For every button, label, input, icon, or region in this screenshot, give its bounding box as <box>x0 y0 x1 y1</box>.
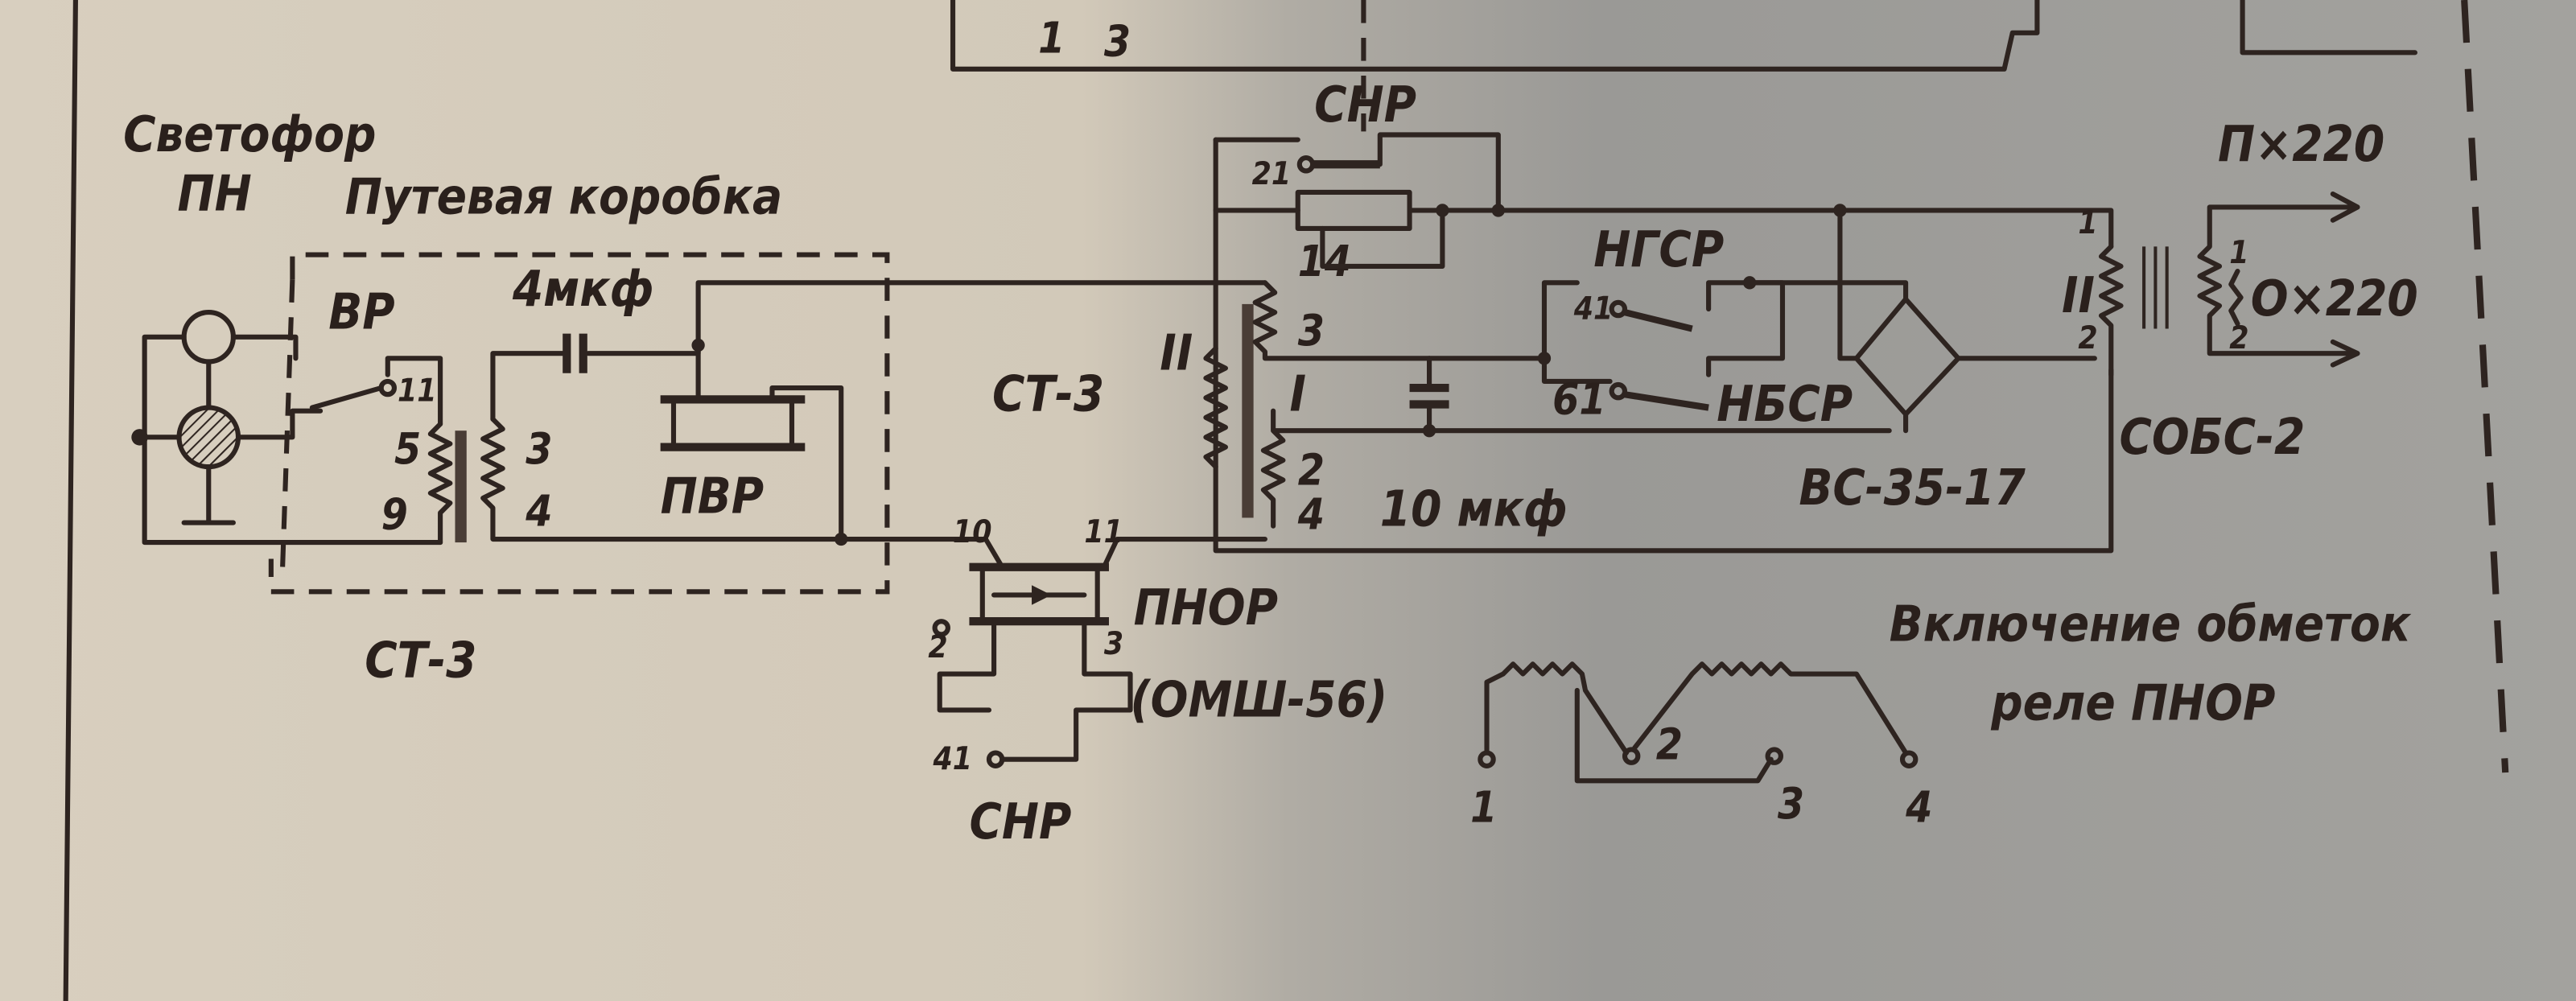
page-margin-line <box>63 0 78 1001</box>
relay-ngsr-label: НГСР <box>1593 221 1724 278</box>
capacitor-4-label: 4мкф <box>512 261 653 318</box>
signal-name-label: ПН <box>177 165 251 222</box>
terminal-sobs-1: 1 <box>2078 205 2097 241</box>
terminal-ngsr-41: 41 <box>1573 290 1614 327</box>
winding-terminal-2: 2 <box>1656 720 1683 770</box>
relay-pnor: 10 11 2 3 41 ПНОР (ОМШ-56) СНР <box>928 514 1387 851</box>
terminal-pnor-2: 2 <box>928 629 947 665</box>
terminal-nbsr-61: 61 <box>1552 375 1605 425</box>
winding-terminal-4: 4 <box>1905 782 1932 832</box>
relay-pnor-type-label: (ОМШ-56) <box>1131 672 1388 729</box>
note-line-1: Включение обметок <box>1890 596 2412 653</box>
snr-bottom-label: СНР <box>969 793 1071 851</box>
terminal-pnor-41: 41 <box>933 741 973 777</box>
terminal-9: 9 <box>381 490 408 540</box>
winding-terminal-3: 3 <box>1778 779 1804 829</box>
winding-ii-right-label: II <box>2062 267 2095 324</box>
transformer-ct3: 14 3 I 2 4 <box>1203 137 2114 554</box>
terminal-4: 4 <box>525 487 552 537</box>
transformer-sobs-label: СОБС-2 <box>2119 409 2305 466</box>
relay-ngsr-nbsr-contacts: НГСР 41 61 НБСР <box>1427 221 1909 433</box>
relay-pvr-label: ПВР <box>661 468 764 525</box>
terminal-21: 21 <box>1252 156 1292 192</box>
pnor-winding-diagram: Включение обметок реле ПНОР 1 2 3 4 <box>1470 596 2412 833</box>
relay-vr-label: ВР <box>328 284 394 341</box>
terminal-pnor-10: 10 <box>953 514 992 550</box>
terminal-3: 3 <box>526 424 552 474</box>
top-circuit-fragment: 1 3 <box>950 0 2417 132</box>
boundary-dashed-line <box>2461 0 2509 773</box>
winding-i-label: I <box>1290 366 1306 423</box>
terminal-pnor-11: 11 <box>1084 514 1123 550</box>
terminal-sobs-2: 2 <box>2078 320 2097 356</box>
top-terminal-3: 3 <box>1104 16 1131 66</box>
track-box-label: Путевая коробка <box>345 169 782 226</box>
terminal-pnor-3: 3 <box>1104 626 1123 662</box>
relay-nbsr-label: НБСР <box>1717 376 1853 433</box>
supply-o-label: О×220 <box>2251 270 2418 327</box>
relay-pvr: ПВР <box>660 342 848 546</box>
winding-ii-left-label: II <box>1160 325 1193 382</box>
mid-transformer-label: СТ-3 <box>992 366 1104 423</box>
rectifier-bridge: ВС-35-17 <box>1799 204 2097 517</box>
box-transformer-label: СТ-3 <box>365 632 476 690</box>
note-line-2: реле ПНОР <box>1990 675 2275 732</box>
rectifier-label: ВС-35-17 <box>1799 459 2026 517</box>
terminal-sec-2: 2 <box>2229 320 2248 356</box>
signal-lamps <box>131 310 443 546</box>
terminal-ct-2: 2 <box>1298 446 1325 496</box>
terminal-5: 5 <box>394 424 421 474</box>
track-box-outline <box>268 252 890 595</box>
terminal-sec-1: 1 <box>2229 235 2248 271</box>
box-transformer: 5 9 3 4 <box>381 416 988 546</box>
terminal-vr-11: 11 <box>398 373 437 409</box>
relay-pnor-label: ПНОР <box>1134 579 1278 636</box>
terminal-ct-4: 4 <box>1297 490 1325 540</box>
capacitor-10-label: 10 мкф <box>1380 481 1568 538</box>
supply-p-label: П×220 <box>2218 116 2384 173</box>
transformer-sobs: II 1 2 1 2 П×220 О×220 СОБС-2 <box>2062 116 2418 466</box>
signal-label: Светофор <box>123 106 376 163</box>
winding-terminal-1: 1 <box>1470 782 1497 832</box>
relay-snr-contacts: СНР 21 <box>1213 76 2114 269</box>
terminal-ct-3: 3 <box>1298 306 1325 356</box>
top-terminal-1: 1 <box>1038 13 1065 63</box>
snr-top-label: СНР <box>1314 76 1416 134</box>
